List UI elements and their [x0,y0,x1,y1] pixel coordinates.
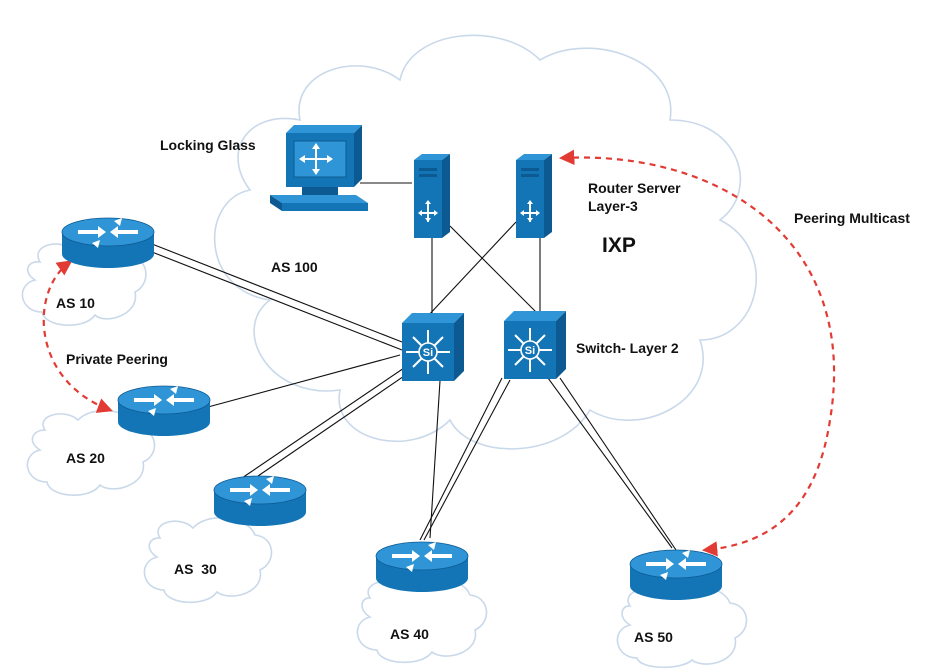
cloud-as20 [26,409,156,496]
switch-b-badge: Si [525,345,535,357]
route-server-b-icon [516,154,552,238]
route-server-label-line2: Layer-3 [588,198,638,214]
switch-layer2-label: Switch- Layer 2 [576,340,679,356]
router-as40-icon [375,541,469,593]
router-as50-icon [629,549,723,601]
ixp-cloud [213,34,757,450]
as100-label: AS 100 [271,259,318,275]
route-server-a-icon [414,154,450,238]
cloud-as30 [143,516,273,604]
looking-glass-label: Locking Glass [160,137,256,153]
as10-label: AS 10 [56,295,95,311]
private-peering-link [42,260,113,413]
route-server-label-line1: Router Server [588,180,681,196]
as20-label: AS 20 [66,450,105,466]
as50-label: AS 50 [634,629,673,645]
switch-a-badge: Si [423,347,433,359]
router-as30-icon [213,475,307,527]
as30-label: AS 30 [174,561,217,577]
router-as10-icon [61,217,155,269]
private-peering-label: Private Peering [66,351,168,367]
as40-label: AS 40 [390,626,429,642]
link-lines [151,182,677,551]
router-as20-icon [117,385,211,437]
ixp-label: IXP [602,234,636,257]
peering-multicast-label: Peering Multicast [794,210,910,226]
